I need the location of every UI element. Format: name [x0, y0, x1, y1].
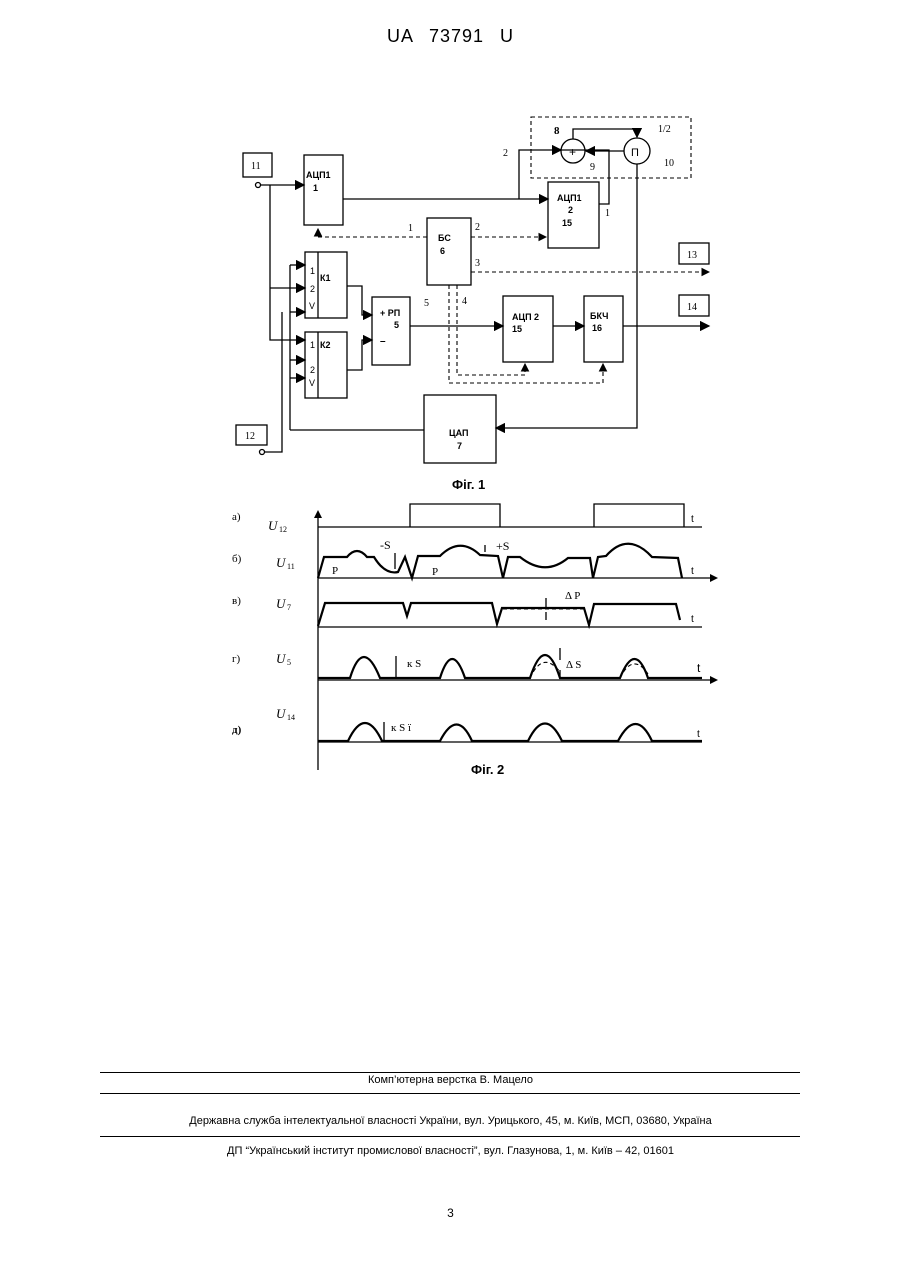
row-b-sub: 11 [287, 562, 295, 571]
row-a-signal: U [268, 518, 279, 533]
figure-2-timing-diagram: а) U 12 t б) U 11 -S +S P P t в) U 7 Δ P… [0, 0, 901, 780]
row-g-ann-delta-s: Δ S [566, 659, 581, 671]
row-b-signal: U [276, 555, 287, 570]
row-b-t: t [691, 566, 694, 577]
row-a-pulses [410, 504, 684, 527]
page-number: 3 [0, 1206, 901, 1220]
row-b-ann-p2: P [432, 566, 438, 578]
row-g-ann-ks: к S [407, 658, 421, 670]
footer-rule-3 [100, 1136, 800, 1137]
row-g-t: t [697, 661, 701, 675]
figure-2-caption: Фіг. 2 [471, 762, 504, 777]
layout-credit: Комп’ютерна верстка В. Мацело [0, 1074, 901, 1086]
row-v-ann-delta-p: Δ P [565, 590, 580, 602]
row-d-letter: д) [232, 724, 242, 736]
row-g-signal: U [276, 651, 287, 666]
row-g-letter: г) [232, 653, 241, 665]
footer-rule-2 [100, 1093, 800, 1094]
row-a-t: t [691, 514, 694, 525]
row-v-sub: 7 [287, 603, 291, 612]
row-v-letter: в) [232, 595, 241, 607]
institute-address: ДП “Український інститут промислової вла… [0, 1145, 901, 1157]
row-b-letter: б) [232, 553, 242, 565]
row-b-ann-p1: P [332, 565, 338, 577]
row-a-sub: 12 [279, 525, 287, 534]
row-g-sub: 5 [287, 658, 291, 667]
row-d-signal: U [276, 706, 287, 721]
row-d-sub: 14 [287, 713, 295, 722]
row-b-ann-minus-s: -S [380, 538, 391, 552]
row-a-letter: а) [232, 511, 241, 523]
row-v-signal: U [276, 596, 287, 611]
row-v-t: t [691, 614, 694, 625]
row-d-ann-ksi: к S ї [391, 722, 412, 734]
row-d-waveform [318, 723, 702, 741]
row-b-ann-plus-s: +S [496, 539, 509, 553]
footer-rule-1 [100, 1072, 800, 1073]
row-d-t: t [697, 729, 700, 740]
row-g-waveform [318, 655, 702, 678]
row-v-waveform [318, 603, 680, 626]
office-address: Державна служба інтелектуальної власност… [0, 1115, 901, 1127]
